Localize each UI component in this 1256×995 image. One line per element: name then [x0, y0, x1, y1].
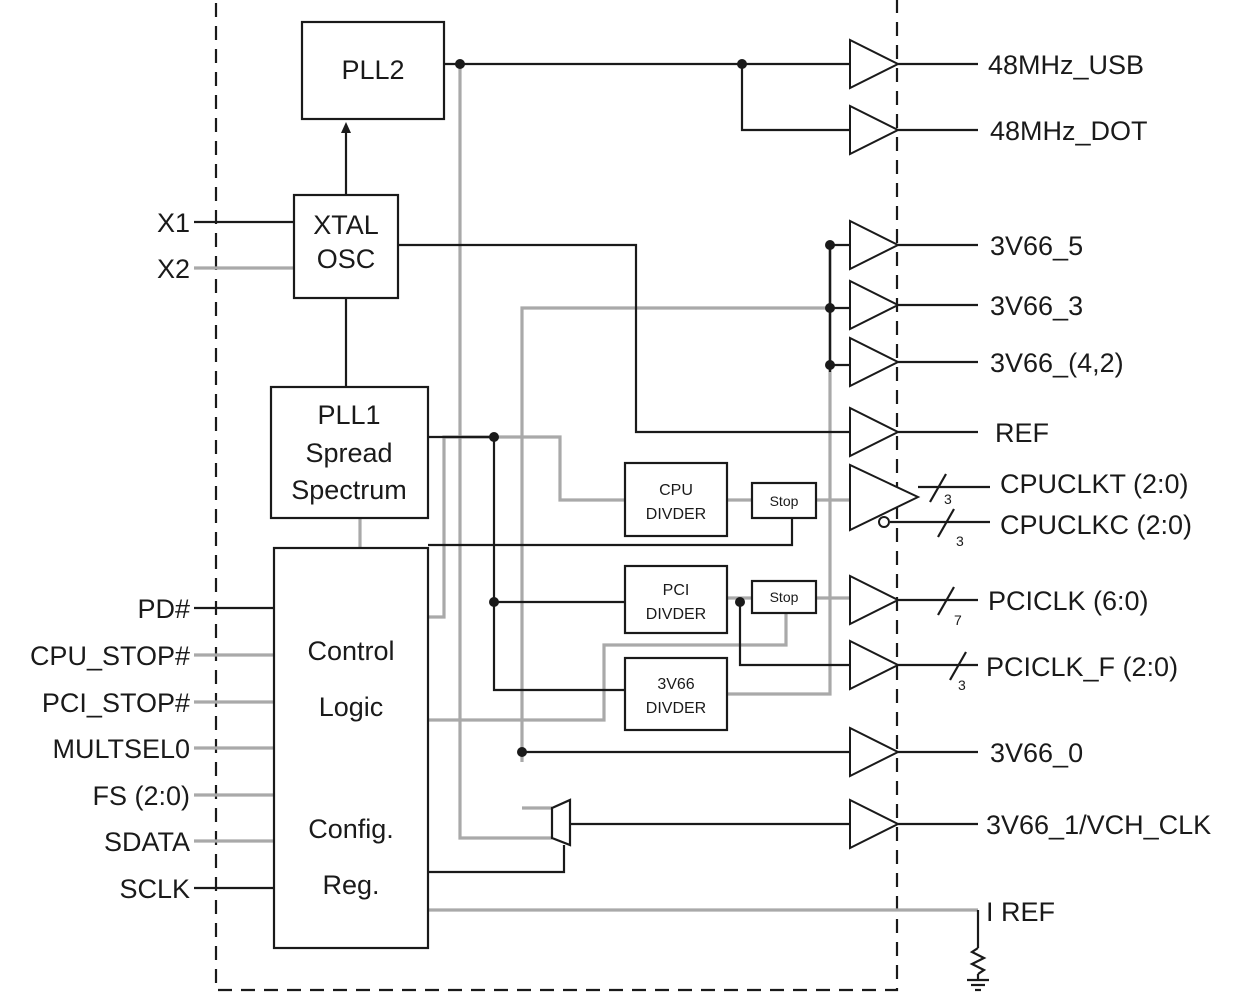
multiplexer	[550, 798, 572, 847]
output-3v66-1-vch-clk: 3V66_1/VCH_CLK	[986, 810, 1211, 840]
buffer-48mhz-dot	[849, 104, 901, 156]
input-pd: PD#	[137, 594, 190, 624]
cpu-divider-block: CPU DIVDER	[623, 461, 729, 538]
pci-stop-label: Stop	[770, 589, 799, 605]
output-pciclk: PCICLK (6:0)	[988, 586, 1149, 616]
control-label: Control	[307, 636, 394, 666]
output-labels: 48MHz_USB 48MHz_DOT 3V66_5 3V66_3 3V66_(…	[986, 50, 1211, 927]
pci-divider-block: PCI DIVDER	[623, 564, 729, 635]
output-pciclk-f: PCICLK_F (2:0)	[986, 652, 1178, 682]
input-cpu-stop: CPU_STOP#	[30, 641, 190, 671]
input-x2: X2	[157, 254, 190, 284]
config-label: Config.	[308, 814, 394, 844]
xtal-osc-block: XTAL OSC	[292, 193, 400, 300]
bus-width-cpuclkt: 3	[944, 491, 952, 507]
3v66-divider-label1: 3V66	[657, 676, 694, 693]
3v66-divider-block: 3V66 DIVDER	[623, 656, 729, 732]
pll1-label: PLL1	[317, 400, 380, 430]
output-stubs	[890, 62, 990, 992]
osc-label: OSC	[317, 244, 376, 274]
input-fs: FS (2:0)	[92, 781, 190, 811]
output-buffers	[849, 38, 921, 850]
output-iref: I REF	[986, 897, 1055, 927]
output-cpuclkt: CPUCLKT (2:0)	[1000, 469, 1189, 499]
buffer-3v66-42	[849, 336, 901, 388]
spread-label: Spread	[305, 438, 392, 468]
pll1-block: PLL1 Spread Spectrum	[269, 385, 430, 520]
black-wires	[194, 62, 850, 890]
junction-dots	[455, 59, 835, 757]
logic-label: Logic	[319, 692, 384, 722]
pci-stop-block: Stop	[750, 579, 818, 615]
gray-wires	[194, 64, 978, 912]
buffer-pciclk	[849, 574, 901, 626]
output-cpuclkc: CPUCLKC (2:0)	[1000, 510, 1192, 540]
inverting-bubble	[878, 516, 890, 528]
input-pci-stop: PCI_STOP#	[42, 688, 190, 718]
input-multsel0: MULTSEL0	[52, 734, 190, 764]
buffer-48mhz-usb	[849, 38, 901, 90]
bus-width-pciclk-f: 3	[958, 677, 966, 693]
pll2-label: PLL2	[341, 55, 404, 85]
output-3v66-42: 3V66_(4,2)	[990, 348, 1124, 378]
bus-slashes	[929, 473, 967, 681]
buffer-pciclk-f	[849, 639, 901, 691]
output-48mhz-usb: 48MHz_USB	[988, 50, 1144, 80]
cpu-divider-label2: DIVDER	[646, 506, 706, 523]
buffer-3v66-1	[849, 798, 901, 850]
cpu-stop-label: Stop	[770, 493, 799, 509]
xtal-label: XTAL	[313, 210, 379, 240]
input-labels: X1 X2 PD# CPU_STOP# PCI_STOP# MULTSEL0 F…	[30, 208, 190, 904]
3v66-divider-label2: DIVDER	[646, 700, 706, 717]
output-ref: REF	[995, 418, 1049, 448]
output-3v66-3: 3V66_3	[990, 291, 1083, 321]
output-3v66-0: 3V66_0	[990, 738, 1083, 768]
input-sdata: SDATA	[104, 827, 190, 857]
buffer-ref	[849, 406, 901, 458]
cpu-divider-label1: CPU	[659, 482, 693, 499]
cpu-stop-block: Stop	[750, 481, 818, 520]
bus-width-cpuclkc: 3	[956, 533, 964, 549]
input-sclk: SCLK	[119, 874, 190, 904]
input-x1: X1	[157, 208, 190, 238]
buffer-3v66-3	[849, 279, 901, 331]
buffer-cpuclk	[849, 463, 921, 532]
output-3v66-5: 3V66_5	[990, 231, 1083, 261]
pci-divider-label2: DIVDER	[646, 606, 706, 623]
spectrum-label: Spectrum	[291, 475, 407, 505]
bus-width-labels: 3 3 7 3	[944, 491, 966, 693]
reg-label: Reg.	[322, 870, 379, 900]
control-logic-block: Control Logic Config. Reg.	[272, 546, 430, 950]
pll2-block: PLL2	[300, 20, 446, 121]
buffer-3v66-0	[849, 726, 901, 778]
output-48mhz-dot: 48MHz_DOT	[990, 116, 1148, 146]
bus-width-pciclk: 7	[954, 612, 962, 628]
pci-divider-label1: PCI	[663, 582, 690, 599]
buffer-3v66-5	[849, 219, 901, 271]
